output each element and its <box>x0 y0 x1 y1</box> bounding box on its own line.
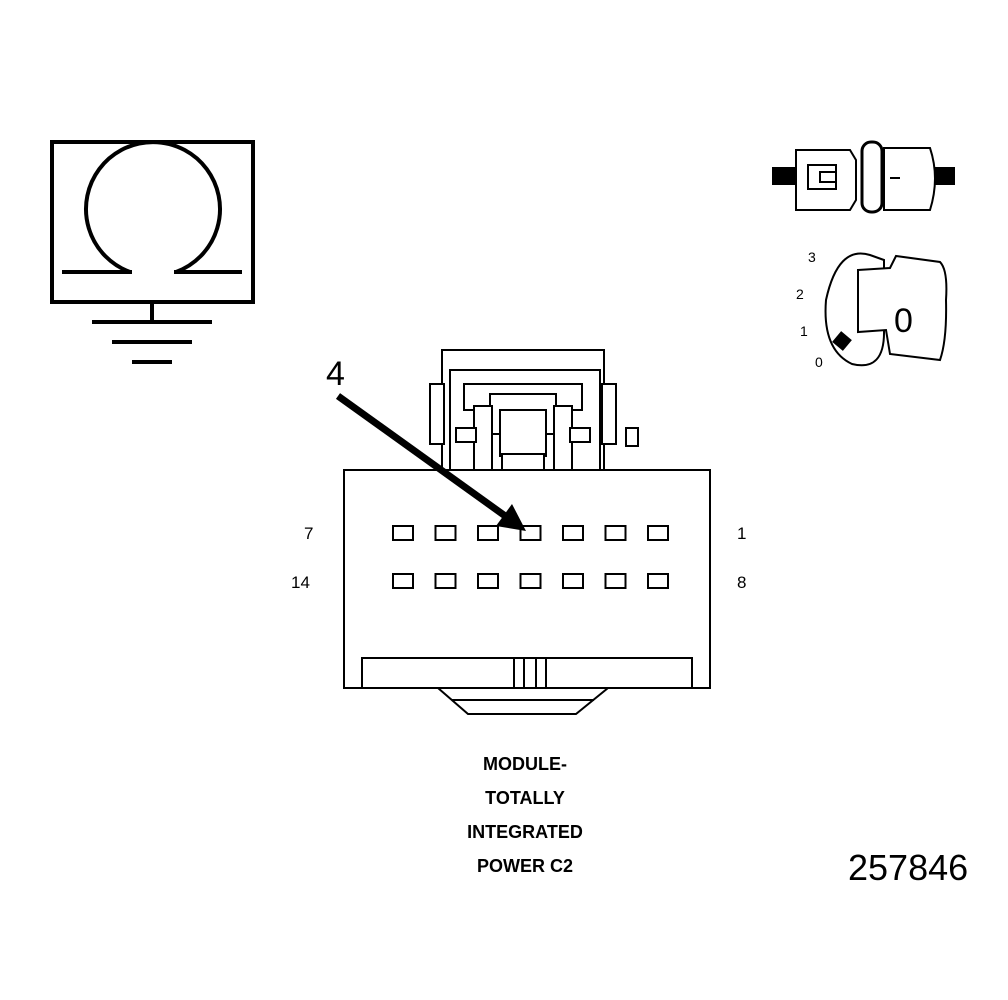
callout-arrow <box>335 393 526 531</box>
pin-cavity <box>434 525 457 541</box>
caption-line-3: INTEGRATED <box>467 822 583 842</box>
pin-cavity <box>562 573 584 589</box>
caption-line-2: TOTALLY <box>485 788 565 808</box>
pin-cavity <box>519 573 542 589</box>
key-position-1: 1 <box>800 323 808 339</box>
pin-cavity <box>562 525 584 541</box>
pin-cavity <box>392 525 414 541</box>
pin-label-top-right: 1 <box>737 524 746 543</box>
pin-cavities <box>392 525 669 589</box>
caption-line-1: MODULE- <box>483 754 567 774</box>
pin-cavity <box>519 525 542 541</box>
pin-label-top-left: 7 <box>304 524 313 543</box>
key-position-2: 2 <box>796 286 804 302</box>
pin-label-bottom-right: 8 <box>737 573 746 592</box>
pin-cavity <box>477 573 499 589</box>
ignition-key-icon: 3 2 1 0 0 <box>796 249 948 370</box>
figure-id: 257846 <box>848 847 968 888</box>
pin-cavity <box>477 525 499 541</box>
key-position-0: 0 <box>815 354 823 370</box>
pin-cavity <box>604 525 627 541</box>
callout-number: 4 <box>326 355 345 393</box>
pin-cavity <box>604 573 627 589</box>
pin-cavity <box>434 573 457 589</box>
pin-cavity <box>392 573 414 589</box>
pin-label-bottom-left: 14 <box>291 573 310 592</box>
key-position-3: 3 <box>808 249 816 265</box>
key-label: 0 <box>894 302 913 340</box>
pin-cavity <box>647 573 669 589</box>
connector-icon <box>772 140 955 214</box>
pin-cavity <box>647 525 669 541</box>
ohmmeter-ground-icon <box>50 140 255 364</box>
caption-line-4: POWER C2 <box>477 856 573 876</box>
